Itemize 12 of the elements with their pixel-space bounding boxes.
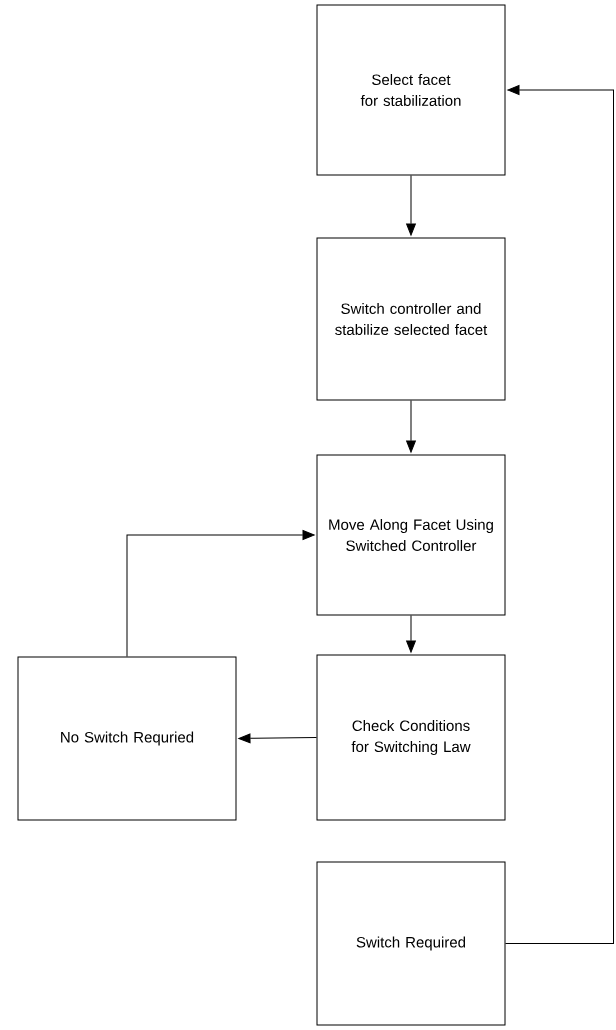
arrow bbox=[505, 85, 614, 944]
arrow bbox=[126, 530, 315, 657]
arrow bbox=[406, 400, 416, 453]
arrow bbox=[238, 733, 317, 744]
process-box: Move Along Facet Using Switched Controller bbox=[316, 454, 506, 616]
process-box: Switch Required bbox=[316, 861, 506, 1026]
process-box: Select facet for stabilization bbox=[316, 4, 506, 176]
arrow bbox=[406, 175, 416, 236]
arrow bbox=[406, 615, 416, 653]
process-box: Switch controller and stabilize selected facet bbox=[316, 237, 506, 401]
process-box: Check Conditions for Switching Law bbox=[316, 654, 506, 821]
process-box: No Switch Requried bbox=[17, 656, 237, 821]
